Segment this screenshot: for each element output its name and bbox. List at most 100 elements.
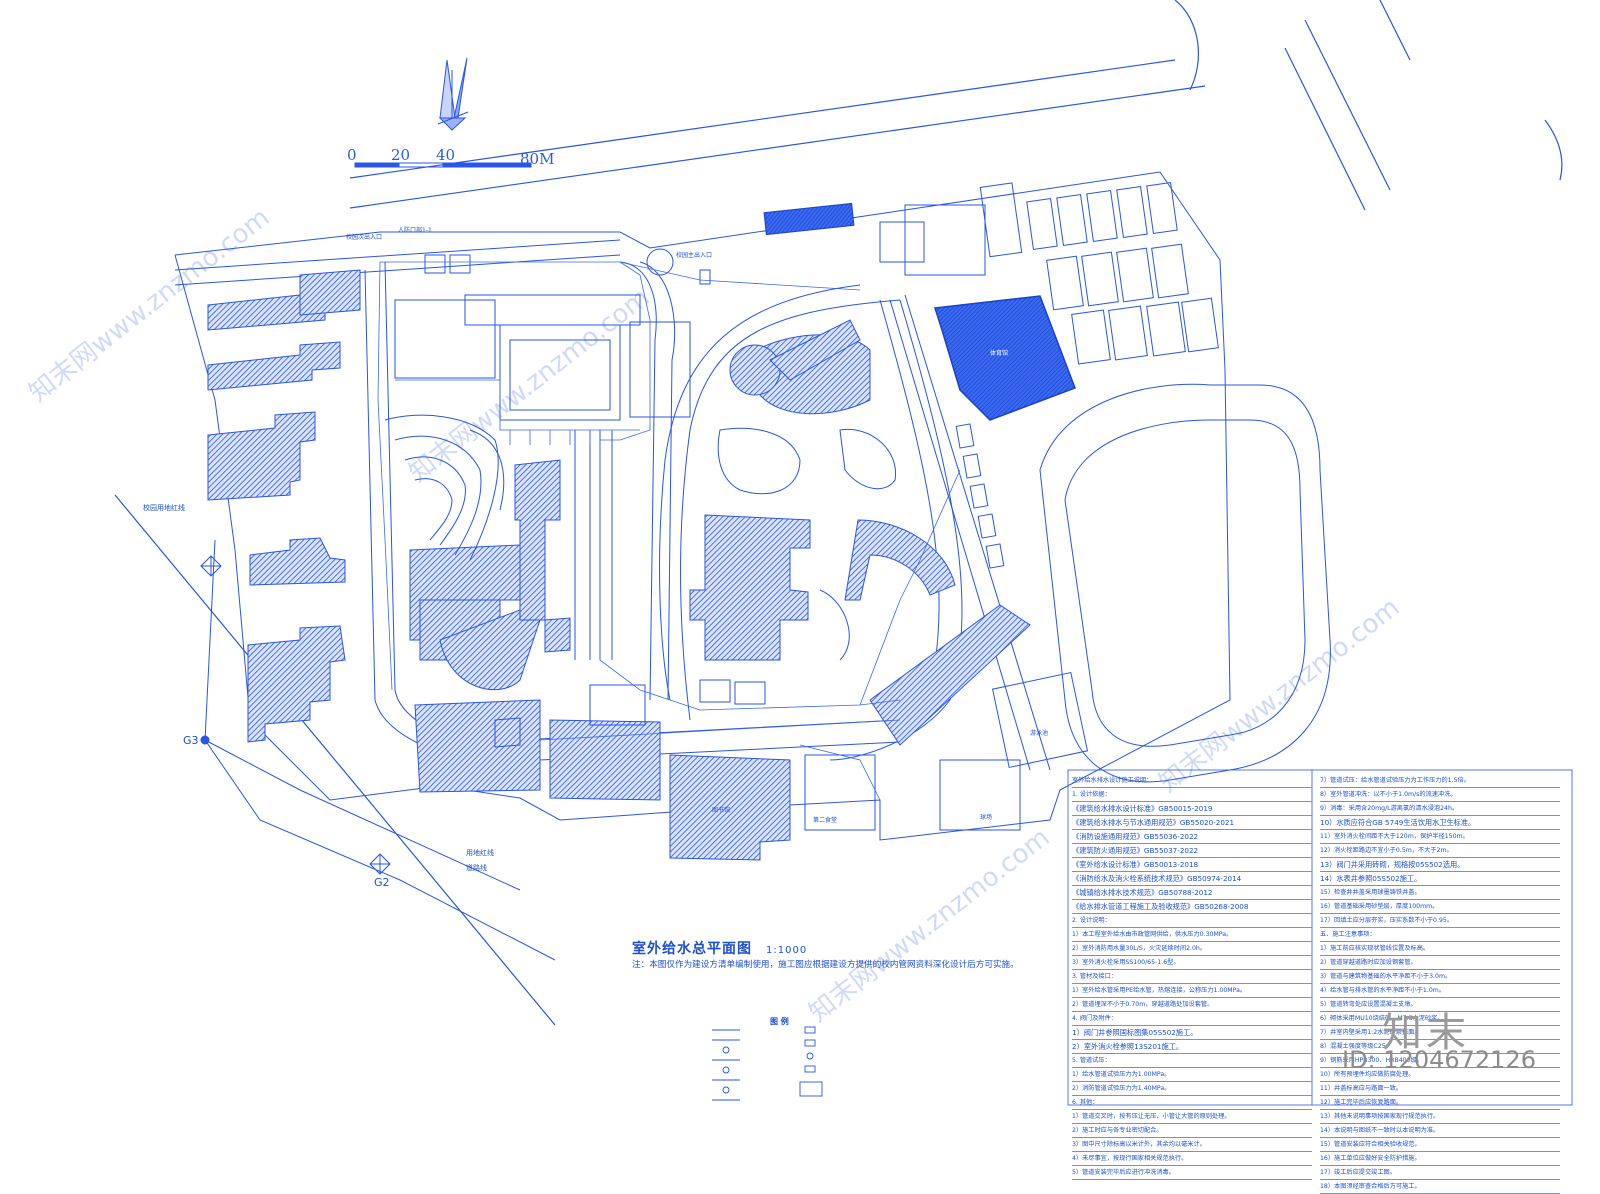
spec-row: 2）施工时应与各专业密切配合。	[1072, 1124, 1312, 1138]
civil-defense-label: 人防口部1-1	[398, 227, 432, 234]
control-point-g2: G2	[374, 876, 390, 889]
spec-row: 14）本说明与图纸不一致时以本说明为准。	[1320, 1124, 1560, 1138]
spec-row: 17）竣工后应提交竣工图。	[1320, 1166, 1560, 1180]
spec-row: 《建筑给水排水设计标准》GB50015-2019	[1072, 802, 1312, 816]
spec-row: 18）本图须经审查合格后方可施工。	[1320, 1180, 1560, 1194]
legend-title: 图 例	[770, 1017, 789, 1026]
watermark-id: ID: 1204672126	[1342, 1046, 1536, 1074]
control-point-g3: G3	[183, 734, 199, 747]
spec-row: 《城镇给水排水技术规范》GB50788-2012	[1072, 886, 1312, 900]
spec-row: 11）室外消火栓间距不大于120m，保护半径150m。	[1320, 830, 1560, 844]
spec-row: 1）阀门井参照国标图集05S502施工。	[1072, 1026, 1312, 1040]
sports-grid	[879, 181, 1331, 831]
spec-row: 《消防给水及消火栓系统技术规范》GB50974-2014	[1072, 872, 1312, 886]
spec-row: 9）钢筋采用HPB300、HRB400级。	[1320, 1054, 1560, 1068]
stadium-building	[934, 295, 1076, 421]
water-pipe-network	[377, 261, 961, 801]
spec-row: 7）管道试压：给水管道试验压力为工作压力的1.5倍。	[1320, 774, 1560, 788]
main-road	[349, 0, 1563, 211]
spec-row: 3）室外消火栓采用SS100/65-1.6型。	[1072, 956, 1312, 970]
secondary-entrance-label: 校园次出入口	[346, 234, 383, 241]
spec-row: 2）室外消防用水量30L/S，火灾延续时间2.0h。	[1072, 942, 1312, 956]
legend-symbols	[712, 1026, 823, 1101]
spec-row: 10）所有预埋件均应做防腐处理。	[1320, 1068, 1560, 1082]
spec-row: 16）管道基础采用砂垫层，厚度100mm。	[1320, 900, 1560, 914]
internal-roads	[174, 239, 1051, 771]
spec-row: 15）检查井井盖采用球墨铸铁井盖。	[1320, 886, 1560, 900]
scale-tick-20: 20	[391, 146, 411, 164]
drawing-scale: 1:1000	[766, 945, 808, 956]
central-complex	[384, 248, 896, 831]
spec-row: 4）给水管与排水管的水平净距不小于1.0m。	[1320, 984, 1560, 998]
spec-row: 1）本工程室外给水由市政管网供给，供水压力0.30MPa。	[1072, 928, 1312, 942]
spec-row: 《消防设施通用规范》GB55036-2022	[1072, 830, 1312, 844]
spec-row: 五、施工注意事项：	[1320, 928, 1560, 942]
spec-row: 2）管道埋深不小于0.70m，穿越道路处加设套管。	[1072, 998, 1312, 1012]
control-point-markers	[200, 555, 391, 875]
spec-row: 12）消火栓距路边不宜小于0.5m，不大于2m。	[1320, 844, 1560, 858]
spec-row: 12）施工完毕后应恢复路面。	[1320, 1096, 1560, 1110]
spec-row: 1）施工前应核实现状管线位置及标高。	[1320, 942, 1560, 956]
library-label: 图书馆	[712, 807, 731, 814]
spec-row: 17）回填土应分层夯实，压实系数不小于0.95。	[1320, 914, 1560, 928]
campus-red-line-label: 校园用地红线	[143, 504, 185, 512]
watermark-brand: 知末	[1382, 1010, 1470, 1056]
spec-row: 8）混凝土强度等级C25。	[1320, 1040, 1560, 1054]
spec-row: 3）图中尺寸除标高以米计外，其余均以毫米计。	[1072, 1138, 1312, 1152]
spec-row: 5. 管道试压：	[1072, 1054, 1312, 1068]
spec-row: 14）水表井参照05S502施工。	[1320, 872, 1560, 886]
spec-row: 9）消毒：采用含20mg/L游离氯的清水浸泡24h。	[1320, 802, 1560, 816]
drawing-title-text: 室外给水总平面图	[632, 941, 752, 957]
spec-row: 6. 其他：	[1072, 1096, 1312, 1110]
spec-row: 3. 管材及接口：	[1072, 970, 1312, 984]
spec-row: 13）其他未说明事项按国家现行规范执行。	[1320, 1110, 1560, 1124]
spec-row: 4. 阀门及附件：	[1072, 1012, 1312, 1026]
spec-row: 8）室外管道冲洗：以不小于1.0m/s的流速冲洗。	[1320, 788, 1560, 802]
drawing-title: 室外给水总平面图 1:1000	[632, 938, 807, 958]
spec-row: 《建筑给水排水与节水通用规范》GB55020-2021	[1072, 816, 1312, 830]
spec-row: 《建筑防火通用规范》GB55037-2022	[1072, 844, 1312, 858]
spec-row: 11）井盖标高应与路面一致。	[1320, 1082, 1560, 1096]
spec-row: 《给水排水管道工程施工及验收规范》GB50268-2008	[1072, 900, 1312, 914]
north-arrow-icon	[437, 57, 469, 131]
spec-row: 10）水质应符合GB 5749生活饮用水卫生标准。	[1320, 816, 1560, 830]
road-line-label: 道路线	[466, 864, 487, 872]
spec-row: 3）管道与建筑物基础的水平净距不小于3.0m。	[1320, 970, 1560, 984]
spec-row: 2）消防管道试验压力为1.40MPa。	[1072, 1082, 1312, 1096]
spec-row: 1. 设计依据：	[1072, 788, 1312, 802]
spec-row: 1）室外给水管采用PE给水管，热熔连接，公称压力1.00MPa。	[1072, 984, 1312, 998]
canteen-label: 第二食堂	[813, 817, 838, 824]
spec-row: 13）阀门井采用砖砌，规格按05S502选用。	[1320, 858, 1560, 872]
spec-row: 16）施工单位应做好安全防护措施。	[1320, 1152, 1560, 1166]
main-entrance-label: 校园主出入口	[676, 252, 713, 259]
stadium-label: 体育馆	[990, 350, 1009, 357]
spec-row: 4）未尽事宜，按现行国家相关规范执行。	[1072, 1152, 1312, 1166]
drawing-note: 注：本图仅作为建设方清单编制使用，施工图应根据建设方提供的校内管网资料深化设计后…	[632, 960, 1019, 970]
spec-row: 7）井室内壁采用1:2水泥砂浆抹面。	[1320, 1026, 1560, 1040]
spec-row: 室外给水排水设计施工说明：	[1072, 774, 1312, 788]
spec-row: 1）给水管道试验压力为1.00MPa。	[1072, 1068, 1312, 1082]
spec-row: 2. 设计说明：	[1072, 914, 1312, 928]
dormitory-buildings	[207, 269, 361, 743]
swimming-label: 游泳池	[1030, 730, 1049, 737]
teaching-buildings	[409, 319, 1031, 861]
spec-row: 2）管道穿越道路时应加设钢套管。	[1320, 956, 1560, 970]
land-red-line-label: 用地红线	[466, 849, 494, 857]
spec-row: 6）砌体采用MU10烧结砖，M7.5水泥砂浆。	[1320, 1012, 1560, 1026]
spec-row: 5）管道安装完毕后应进行冲洗消毒。	[1072, 1166, 1312, 1180]
spec-row: 5）管道转弯处应设置混凝土支墩。	[1320, 998, 1560, 1012]
spec-row: 1）管道交叉时，按有压让无压、小管让大管的原则处理。	[1072, 1110, 1312, 1124]
north-building	[763, 202, 855, 236]
scale-tick-80m: 80M	[520, 150, 555, 168]
field-label: 球场	[980, 814, 993, 821]
spec-table-frame	[1067, 769, 1573, 1106]
scale-tick-0: 0	[347, 146, 357, 164]
spec-row: 《室外给水设计标准》GB50013-2018	[1072, 858, 1312, 872]
spec-row: 15）管道安装应符合相关验收规范。	[1320, 1138, 1560, 1152]
spec-column-2: 7）管道试压：给水管道试验压力为工作压力的1.5倍。8）室外管道冲洗：以不小于1…	[1320, 774, 1560, 1194]
site-plan	[114, 0, 1573, 1106]
scale-bar	[354, 162, 532, 168]
scale-tick-40: 40	[436, 146, 456, 164]
spec-column-1: 室外给水排水设计施工说明：1. 设计依据： 《建筑给水排水设计标准》GB5001…	[1072, 774, 1312, 1180]
spec-row: 2）室外消火栓参照13S201施工。	[1072, 1040, 1312, 1054]
